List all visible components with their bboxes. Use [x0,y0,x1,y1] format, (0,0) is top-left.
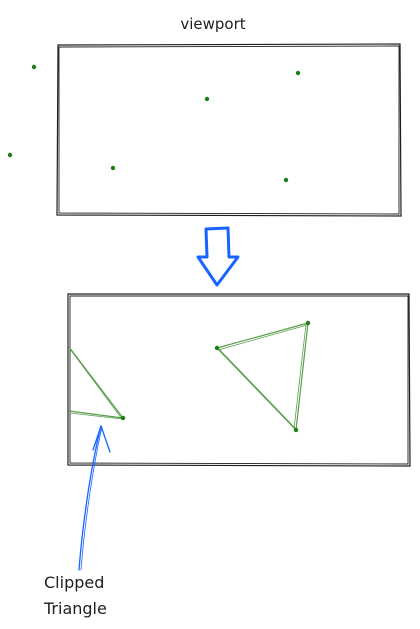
clipped-viewport-frame [67,293,411,467]
triangle-edge [69,348,123,420]
vertex-point [283,177,289,183]
annotation-line-2: Triangle [43,599,107,618]
vertex-point [295,70,301,76]
vertex-point [305,320,311,326]
vertex-point [120,415,126,421]
viewport-title: viewport [180,15,245,33]
triangle-edge [293,323,307,430]
triangle-edge [68,410,124,419]
vertex-point [293,427,299,433]
scattered-vertices [7,64,301,183]
visible-triangle [214,320,311,433]
triangle-edge [217,324,308,351]
vertex-point [31,64,37,70]
triangle-edge [216,347,297,431]
viewport-frame [56,43,402,217]
vertex-point [110,165,116,171]
triangle-edge [295,322,309,431]
vertex-point [7,152,13,158]
triangle-edge [218,348,296,429]
vertex-point [214,345,220,351]
down-arrow-icon [196,226,240,287]
triangle-edge [69,412,123,420]
triangle-edge [68,346,124,419]
triangle-edge [216,322,309,349]
annotation-line-1: Clipped [44,573,104,592]
vertex-point [204,96,210,102]
annotation-arrow-icon [78,425,111,571]
clipped-triangle [68,346,126,421]
